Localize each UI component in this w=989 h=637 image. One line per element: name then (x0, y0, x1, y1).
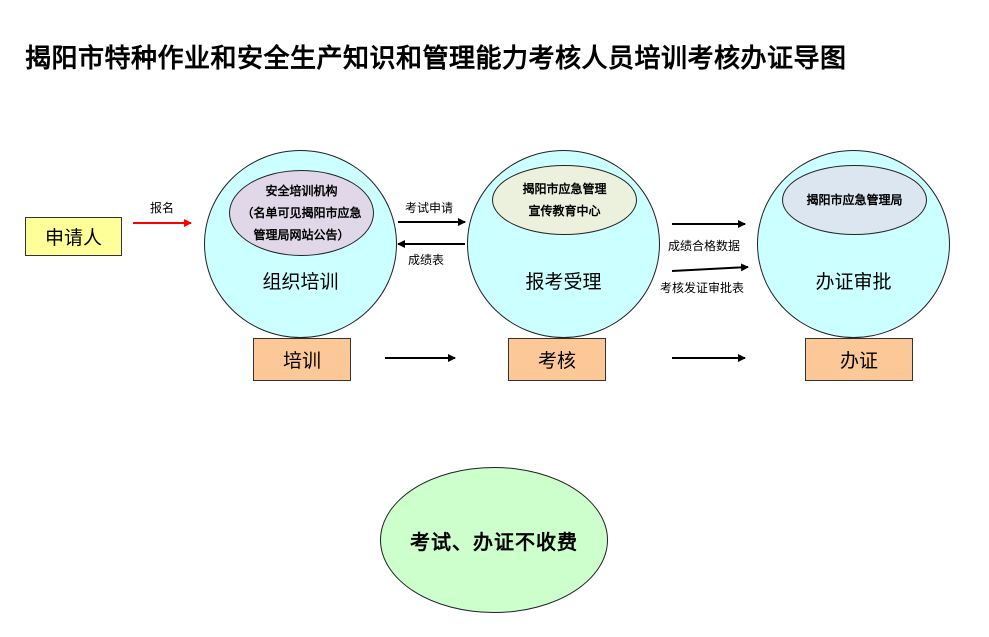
page-title: 揭阳市特种作业和安全生产知识和管理能力考核人员培训考核办证导图 (25, 44, 847, 74)
register-flow-label: 报名 (150, 201, 175, 215)
exam-box: 考核 (508, 338, 606, 381)
pass-data-flow-label: 成绩合格数据 (668, 239, 741, 253)
stage-training-org-line-3: 管理局网站公告） (253, 228, 350, 242)
stage-registration-label: 报考受理 (525, 271, 602, 293)
certificate-box-label: 办证 (839, 350, 878, 372)
cert-approval-arrow (671, 263, 749, 272)
exam-box-label: 考核 (537, 350, 576, 372)
stage-approval-bureau-line-1: 揭阳市应急管理局 (806, 193, 903, 207)
stage-approval-bureau-ellipse: 揭阳市应急管理局 (782, 165, 927, 235)
training-box-label: 培训 (282, 350, 321, 372)
certificate-box: 办证 (805, 338, 913, 381)
stage-training-label: 组织培训 (262, 271, 339, 293)
training-box: 培训 (253, 338, 351, 381)
cert-approval-flow-label: 考核发证审批表 (660, 281, 745, 295)
stage-approval-circle: 揭阳市应急管理局 办证审批 (757, 150, 950, 338)
stage-approval-label: 办证审批 (815, 271, 892, 293)
stage-registration-center-line-1: 揭阳市应急管理 (522, 182, 607, 196)
stage-training-org-line-2: （名单可见揭阳市应急 (241, 206, 362, 220)
exam-apply-flow-label: 考试申请 (405, 201, 454, 215)
score-sheet-flow-label: 成绩表 (408, 253, 445, 267)
stage-registration-center-line-2: 宣传教育中心 (528, 204, 601, 218)
stage-training-org-ellipse: 安全培训机构 （名单可见揭阳市应急 管理局网站公告） (229, 170, 374, 256)
stage-training-circle: 安全培训机构 （名单可见揭阳市应急 管理局网站公告） 组织培训 (204, 150, 397, 338)
stage-training-org-line-1: 安全培训机构 (265, 184, 338, 198)
fee-note-text: 考试、办证不收费 (410, 529, 578, 554)
fee-note-circle: 考试、办证不收费 (380, 467, 608, 613)
stage-registration-circle: 揭阳市应急管理 宣传教育中心 报考受理 (467, 150, 660, 338)
stage-registration-center-ellipse: 揭阳市应急管理 宣传教育中心 (492, 165, 637, 235)
applicant-label: 申请人 (44, 227, 102, 249)
applicant-box: 申请人 (25, 217, 122, 256)
